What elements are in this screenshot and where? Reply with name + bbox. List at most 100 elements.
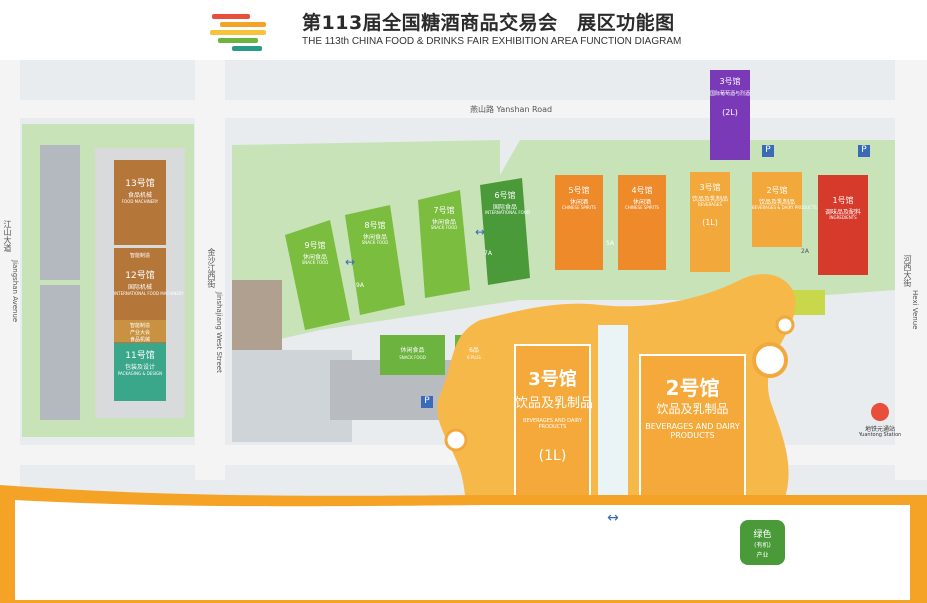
- hall-9-name: 休闲食品: [302, 254, 327, 261]
- parking-sign-3: [858, 145, 870, 157]
- hall-3L-level: (1L): [538, 448, 567, 464]
- hall-2s-block: [752, 172, 802, 247]
- snack-box: [380, 335, 445, 375]
- hall-3s-name: 饮品及乳制品: [691, 196, 728, 203]
- road-label-hexi-cn: 河西大街: [903, 255, 912, 287]
- bubble-2: [775, 315, 795, 335]
- logo-stripe-5: [232, 46, 262, 51]
- hall-1-num: 1号馆: [832, 196, 854, 205]
- hall-3s-en: BEVERAGES: [698, 202, 722, 207]
- left-label-2: 智能制造: [129, 323, 150, 329]
- hall-6-name: 国际食品: [492, 204, 517, 211]
- hall-4-num: 4号馆: [631, 186, 653, 195]
- road-hexi: [895, 60, 927, 480]
- hall-12b-block: [114, 320, 166, 342]
- page-title: 第113届全国糖酒商品交易会 展区功能图: [302, 12, 675, 34]
- metro-icon: [871, 403, 889, 421]
- logo-stripe-3: [210, 30, 266, 35]
- hall-2L-num: 2号馆: [665, 376, 720, 400]
- road-label-yanshan: 燕山路 Yanshan Road: [470, 105, 553, 114]
- arrow-connector: ↔: [607, 510, 619, 526]
- fair-logo: [210, 14, 266, 51]
- bottom-inner: [15, 500, 910, 600]
- road-label-jiangshan-cn: 江山大道: [3, 220, 12, 252]
- snack-box-en: SNACK FOOD: [399, 355, 426, 360]
- bubble-1: [752, 342, 788, 378]
- hall-7-block: [418, 190, 470, 298]
- road-label-jinsha-cn: 金沙江西街: [207, 248, 216, 288]
- hall-8-num: 8号馆: [364, 221, 386, 230]
- hall-3s-num: 3号馆: [699, 183, 721, 192]
- hall-11-en: PACKAGING & DESIGN: [117, 371, 163, 376]
- hall-3L-num: 3号馆: [528, 369, 577, 390]
- hall-3s-block: [690, 172, 730, 272]
- left-label-3: 产业大会: [129, 330, 150, 336]
- hall-3L-name: 饮品及乳制品: [515, 396, 594, 411]
- hall-4-block: [618, 175, 666, 270]
- left-label-1: 智能制造: [129, 253, 150, 259]
- hall-5-block: [555, 175, 603, 270]
- hall-5-name: 休闲酒: [569, 199, 588, 206]
- hall-11-name: 包装及设计: [124, 364, 155, 371]
- hall-8-block: [345, 205, 405, 315]
- road-label-hexi-en: Hexi Venue: [911, 290, 919, 330]
- hall-4-en: CHINESE SPIRITS: [625, 205, 659, 210]
- hall-2L-name: 饮品及乳制品: [656, 402, 729, 416]
- station-name: 地铁元通站: [864, 426, 895, 433]
- hall-3top-level: (2L): [722, 108, 738, 117]
- hall-2a: 2A: [801, 248, 809, 255]
- left-lot-1: [40, 145, 80, 280]
- arrow-west: ↔: [344, 255, 356, 269]
- hall-12-name: 国际机械: [127, 284, 152, 291]
- station-en: Yuantong Station: [858, 432, 902, 438]
- brown-plot: [232, 280, 282, 350]
- left-lot-2: [40, 285, 80, 420]
- logo-stripe-2: [220, 22, 266, 27]
- parking-label-2: P: [765, 145, 771, 155]
- parking-label-3: P: [861, 145, 867, 155]
- hall-9a: 9A: [356, 282, 364, 289]
- road-label-jiangshan-en: Jiangshan Avenue: [11, 260, 19, 323]
- hall-13-num: 13号馆: [125, 179, 155, 189]
- hall-8-en: SNACK FOOD: [361, 240, 389, 245]
- hall-12-num: 12号馆: [125, 271, 155, 281]
- hall-6-num: 6号馆: [494, 191, 516, 200]
- hall-2s-en: BEVERAGES & DAIRY PRODUCTS: [752, 205, 817, 210]
- green-box-sub: (有机): [754, 542, 771, 549]
- hall-11-num: 11号馆: [125, 351, 155, 361]
- hall-2L-en: BEVERAGES AND DAIRY PRODUCTS: [645, 422, 740, 440]
- parking-sign-1: [421, 396, 433, 408]
- hall-9-en: SNACK FOOD: [301, 260, 329, 265]
- hall-13-en: FOOD MACHINERY: [121, 199, 159, 204]
- hall-3top-name: 国际葡萄酒与烈酒: [710, 91, 751, 97]
- hall-12-en: INTERNATIONAL FOOD MACHINERY: [114, 291, 184, 296]
- hall-7-name: 休闲食品: [431, 219, 456, 226]
- parking-sign-2: [762, 145, 774, 157]
- hall-6-en: INTERNATIONAL FOOD: [485, 210, 531, 215]
- hall-9-num: 9号馆: [304, 241, 326, 250]
- road-jiangshan: [0, 60, 20, 500]
- hall-13-name: 食品机械: [127, 192, 152, 199]
- hall-3top-num: 3号馆: [719, 77, 741, 86]
- hall-1-en: INGREDIENTS: [829, 215, 857, 220]
- green-box-sub2: 产业: [756, 552, 769, 559]
- hall-3s-level: (1L): [702, 218, 718, 227]
- hall-1-block: [818, 175, 868, 275]
- hall-7-num: 7号馆: [433, 206, 455, 215]
- hall-8-name: 休闲食品: [362, 234, 387, 241]
- snack-box-label: 休闲食品: [400, 347, 425, 354]
- plus-box-en: 6 PLUS: [467, 355, 481, 360]
- parking-label-1: P: [424, 396, 430, 406]
- hall-2s-num: 2号馆: [766, 186, 788, 195]
- left-label-4: 食品机械: [129, 337, 150, 343]
- hall-5a: 5A: [606, 240, 614, 247]
- plus-box-label: 6品: [469, 347, 479, 354]
- hall-4-name: 休闲酒: [632, 199, 651, 206]
- hall-3L-en: BEVERAGES AND DAIRY PRODUCTS: [522, 418, 583, 430]
- hall-7a: 7A: [484, 250, 492, 257]
- hall-7-en: SNACK FOOD: [430, 225, 458, 230]
- road-jinsha: [195, 60, 225, 480]
- bubble-4: [444, 428, 468, 452]
